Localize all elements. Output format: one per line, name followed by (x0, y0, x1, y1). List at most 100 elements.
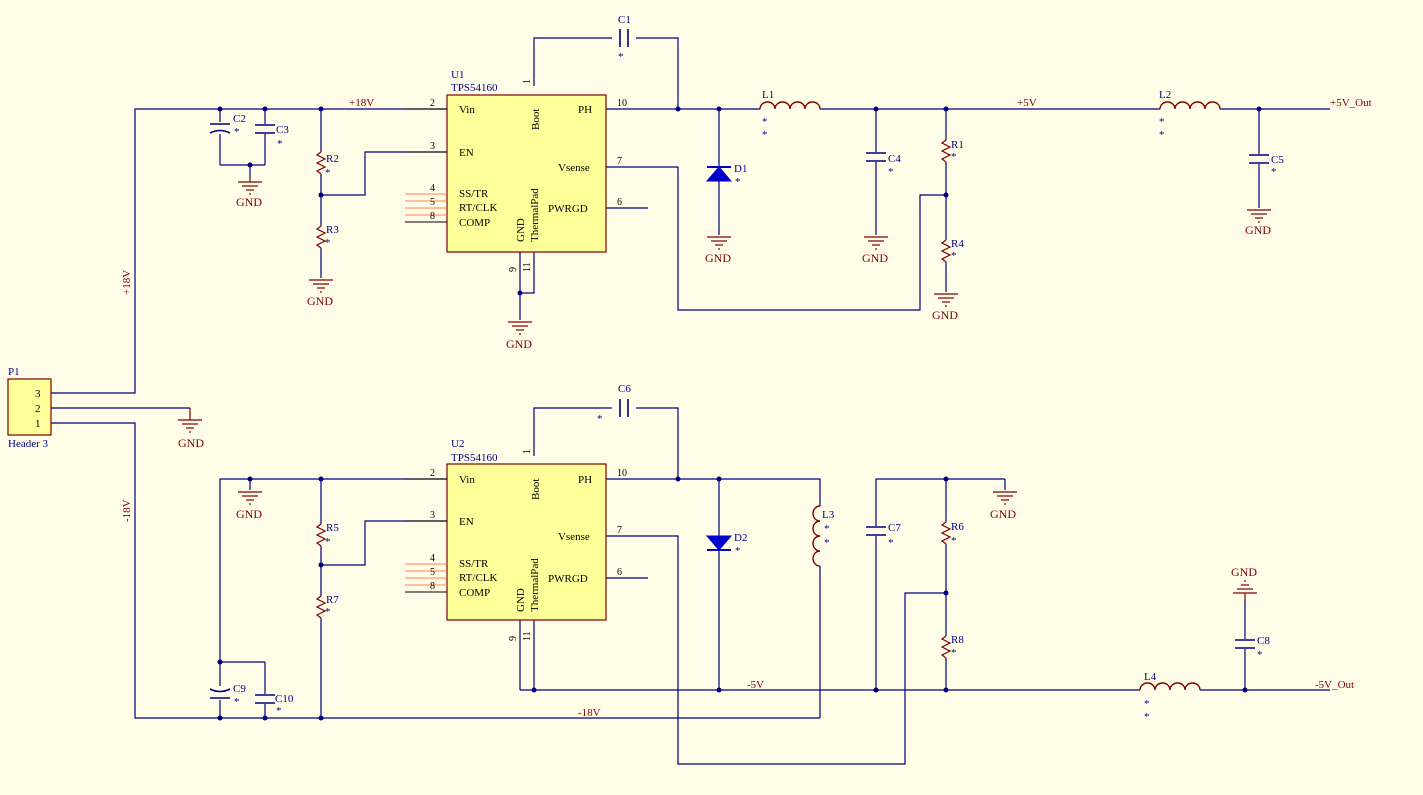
gnd-label: GND (1231, 565, 1257, 579)
resistor-r3: R3 * (315, 224, 339, 249)
u1-pin-rt: RT/CLK (459, 202, 498, 214)
header-p1: P1 Header 3 3 2 1 (7, 366, 52, 450)
net-m5: -5V (747, 679, 764, 691)
r4-ref: R4 (951, 238, 964, 250)
l2-value-2: * (1159, 129, 1165, 141)
header-pin-2: 2 (35, 403, 41, 415)
r2-value: * (325, 167, 331, 179)
gnd-u2-vin: GND (236, 491, 262, 521)
gnd-r6: GND (990, 491, 1017, 521)
u1-num-boot: 1 (522, 79, 533, 84)
u2-num-pwrgd: 6 (617, 567, 622, 578)
l4-value-2: * (1144, 711, 1150, 723)
d1-value: * (735, 176, 741, 188)
gnd-label: GND (705, 251, 731, 265)
gnd-label: GND (1245, 223, 1271, 237)
diode-d2: D2 * (705, 532, 747, 557)
u2-pin-vin: Vin (459, 474, 475, 486)
u1-num-gnd: 9 (508, 267, 519, 272)
u1-pin-en: EN (459, 147, 474, 159)
u1-pin-comp: COMP (459, 217, 490, 229)
gnd-label: GND (178, 436, 204, 450)
u2-pin-ph: PH (578, 474, 592, 486)
c4-ref: C4 (888, 153, 901, 165)
r8-ref: R8 (951, 634, 964, 646)
inductor-l3: L3 * * (812, 505, 835, 567)
gnd-c2c3: GND (236, 178, 262, 209)
c3-ref: C3 (276, 124, 289, 136)
gnd-c5: GND (1245, 209, 1271, 237)
gnd-label: GND (862, 251, 888, 265)
ic-u1: U1 TPS54160 Vin EN SS/TR RT/CLK COMP PH … (405, 69, 627, 272)
r3-ref: R3 (326, 224, 339, 236)
wires-top (51, 37, 1330, 394)
r6-value: * (951, 535, 957, 547)
u2-pin-boot: Boot (530, 479, 542, 500)
l1-value-1: * (762, 116, 768, 128)
r5-value: * (325, 536, 331, 548)
c2-value: * (234, 126, 240, 138)
u2-num-en: 3 (430, 510, 435, 521)
capacitor-c1: C1 * (612, 14, 636, 63)
net-m5out: -5V_Out (1315, 679, 1354, 691)
c1-value: * (618, 51, 624, 63)
capacitor-c8: C8 * (1235, 635, 1270, 661)
r5-ref: R5 (326, 522, 339, 534)
c5-value: * (1271, 166, 1277, 178)
gnd-label: GND (236, 507, 262, 521)
d2-ref: D2 (734, 532, 747, 544)
net-p18-vertical: +18V (121, 270, 133, 295)
u2-pin-tpad: ThermalPad (529, 558, 541, 612)
c10-ref: C10 (275, 693, 294, 705)
u1-num-en: 3 (430, 141, 435, 152)
capacitor-c10: C10 * (255, 693, 294, 717)
gnd-d1: GND (705, 236, 731, 265)
u1-num-tpad: 11 (522, 262, 533, 272)
r7-value: * (325, 606, 331, 618)
u2-num-gnd: 9 (508, 636, 519, 641)
u1-num-vsense: 7 (617, 156, 622, 167)
l2-value-1: * (1159, 116, 1165, 128)
d2-value: * (735, 545, 741, 557)
u2-ref: U2 (451, 438, 464, 450)
c1-ref: C1 (618, 14, 631, 26)
u1-num-ph: 10 (617, 98, 627, 109)
u2-num-vin: 2 (430, 468, 435, 479)
l4-ref: L4 (1144, 671, 1157, 683)
c8-ref: C8 (1257, 635, 1270, 647)
r6-ref: R6 (951, 521, 964, 533)
capacitor-c5: C5 * (1249, 154, 1284, 178)
u1-pin-ss: SS/TR (459, 188, 489, 200)
u1-value: TPS54160 (451, 82, 498, 94)
l2-ref: L2 (1159, 89, 1171, 101)
u1-num-pwrgd: 6 (617, 197, 622, 208)
gnd-c4: GND (862, 236, 888, 265)
capacitor-c4: C4 * (866, 152, 901, 178)
u1-pin-boot: Boot (530, 109, 542, 130)
resistor-r7: R7 * (315, 594, 339, 619)
gnd-c8: GND (1231, 565, 1257, 600)
ic-u2: U2 TPS54160 Vin EN SS/TR RT/CLK COMP PH … (405, 438, 627, 641)
c2-ref: C2 (233, 113, 246, 125)
diode-d1: D1 * (705, 163, 747, 188)
resistor-r1: R1 * (940, 139, 964, 163)
net-m18: -18V (578, 707, 601, 719)
r3-value: * (325, 237, 331, 249)
r4-value: * (951, 250, 957, 262)
u2-pin-vsense: Vsense (558, 531, 590, 543)
inductor-l4: L4 * * (1139, 671, 1201, 723)
resistor-r2: R2 * (315, 151, 339, 179)
capacitor-c2: C2 * (209, 113, 246, 138)
header-ref: P1 (8, 366, 20, 378)
u2-num-comp: 8 (430, 581, 435, 592)
u2-pin-ss: SS/TR (459, 558, 489, 570)
c10-value: * (276, 705, 282, 717)
u2-pin-rt: RT/CLK (459, 572, 498, 584)
u1-pin-vsense: Vsense (558, 162, 590, 174)
capacitor-c6: C6 * (597, 383, 636, 425)
d1-ref: D1 (734, 163, 747, 175)
u2-num-vsense: 7 (617, 525, 622, 536)
u1-pin-tpad: ThermalPad (529, 188, 541, 242)
u2-num-ss: 4 (430, 553, 435, 564)
